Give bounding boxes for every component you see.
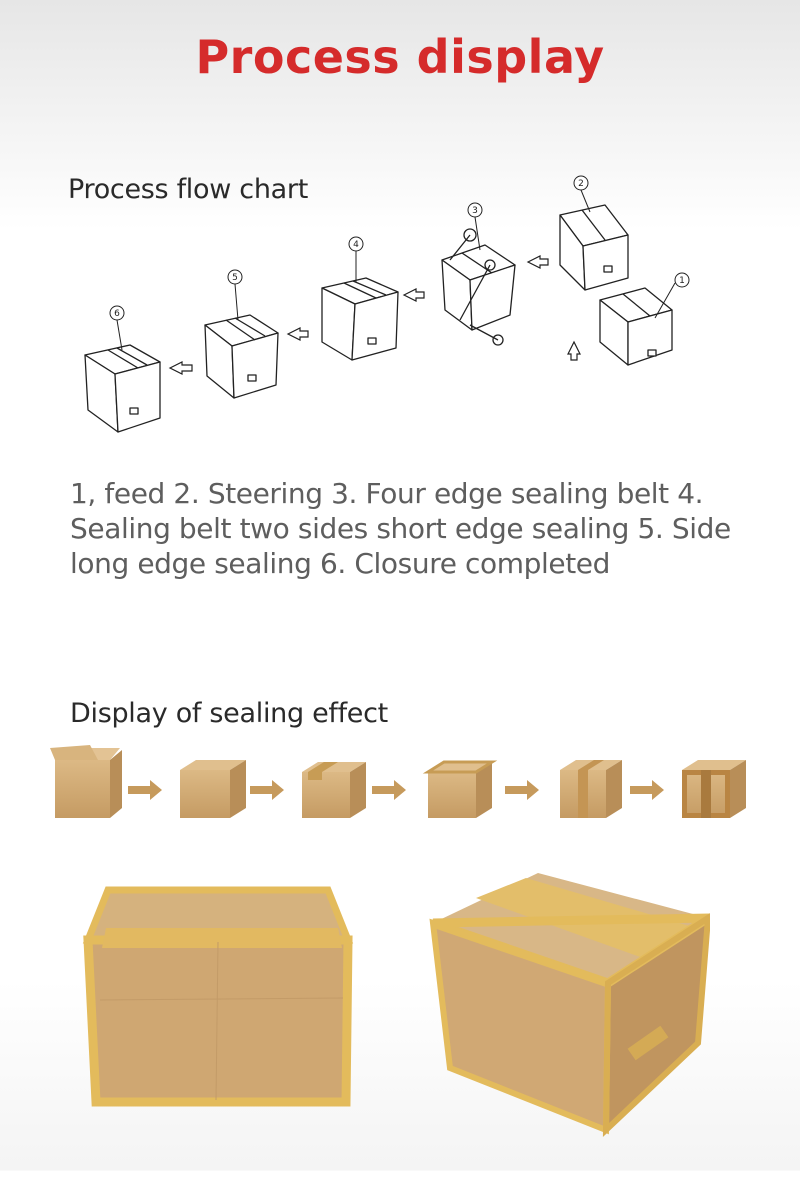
flow-box-2 <box>559 204 629 291</box>
flow-box-1 <box>599 287 673 366</box>
sealed-box-angled-view <box>429 873 710 1138</box>
flow-step-1-label: 1 <box>679 276 685 286</box>
flow-chart-heading: Process flow chart <box>68 174 308 205</box>
effect-box-top-taped <box>302 762 366 818</box>
effect-box-closed <box>180 760 246 818</box>
flow-description: 1, feed 2. Steering 3. Four edge sealing… <box>70 477 731 580</box>
flow-box-3 <box>441 228 516 346</box>
effect-box-open <box>50 745 122 818</box>
sealed-box-front-view <box>82 886 354 1107</box>
flow-step-2-label: 2 <box>578 179 584 189</box>
sealing-effect-heading: Display of sealing effect <box>70 698 388 729</box>
sealing-effect-sequence <box>50 745 746 818</box>
flow-step-6-label: 6 <box>114 309 120 319</box>
page-title: Process display <box>195 30 605 84</box>
effect-box-fully-sealed <box>682 760 746 818</box>
flow-step-5-label: 5 <box>232 273 238 283</box>
effect-box-short-edge-taped <box>560 760 622 818</box>
flow-step-4-label: 4 <box>353 240 359 250</box>
flow-box-6 <box>84 344 161 433</box>
flow-step-3-label: 3 <box>472 206 478 216</box>
effect-box-long-edge-taped <box>422 760 498 818</box>
flow-box-5 <box>204 314 279 399</box>
process-flow-diagram: 6 5 4 3 2 1 <box>84 175 690 433</box>
flow-box-4 <box>321 277 399 361</box>
